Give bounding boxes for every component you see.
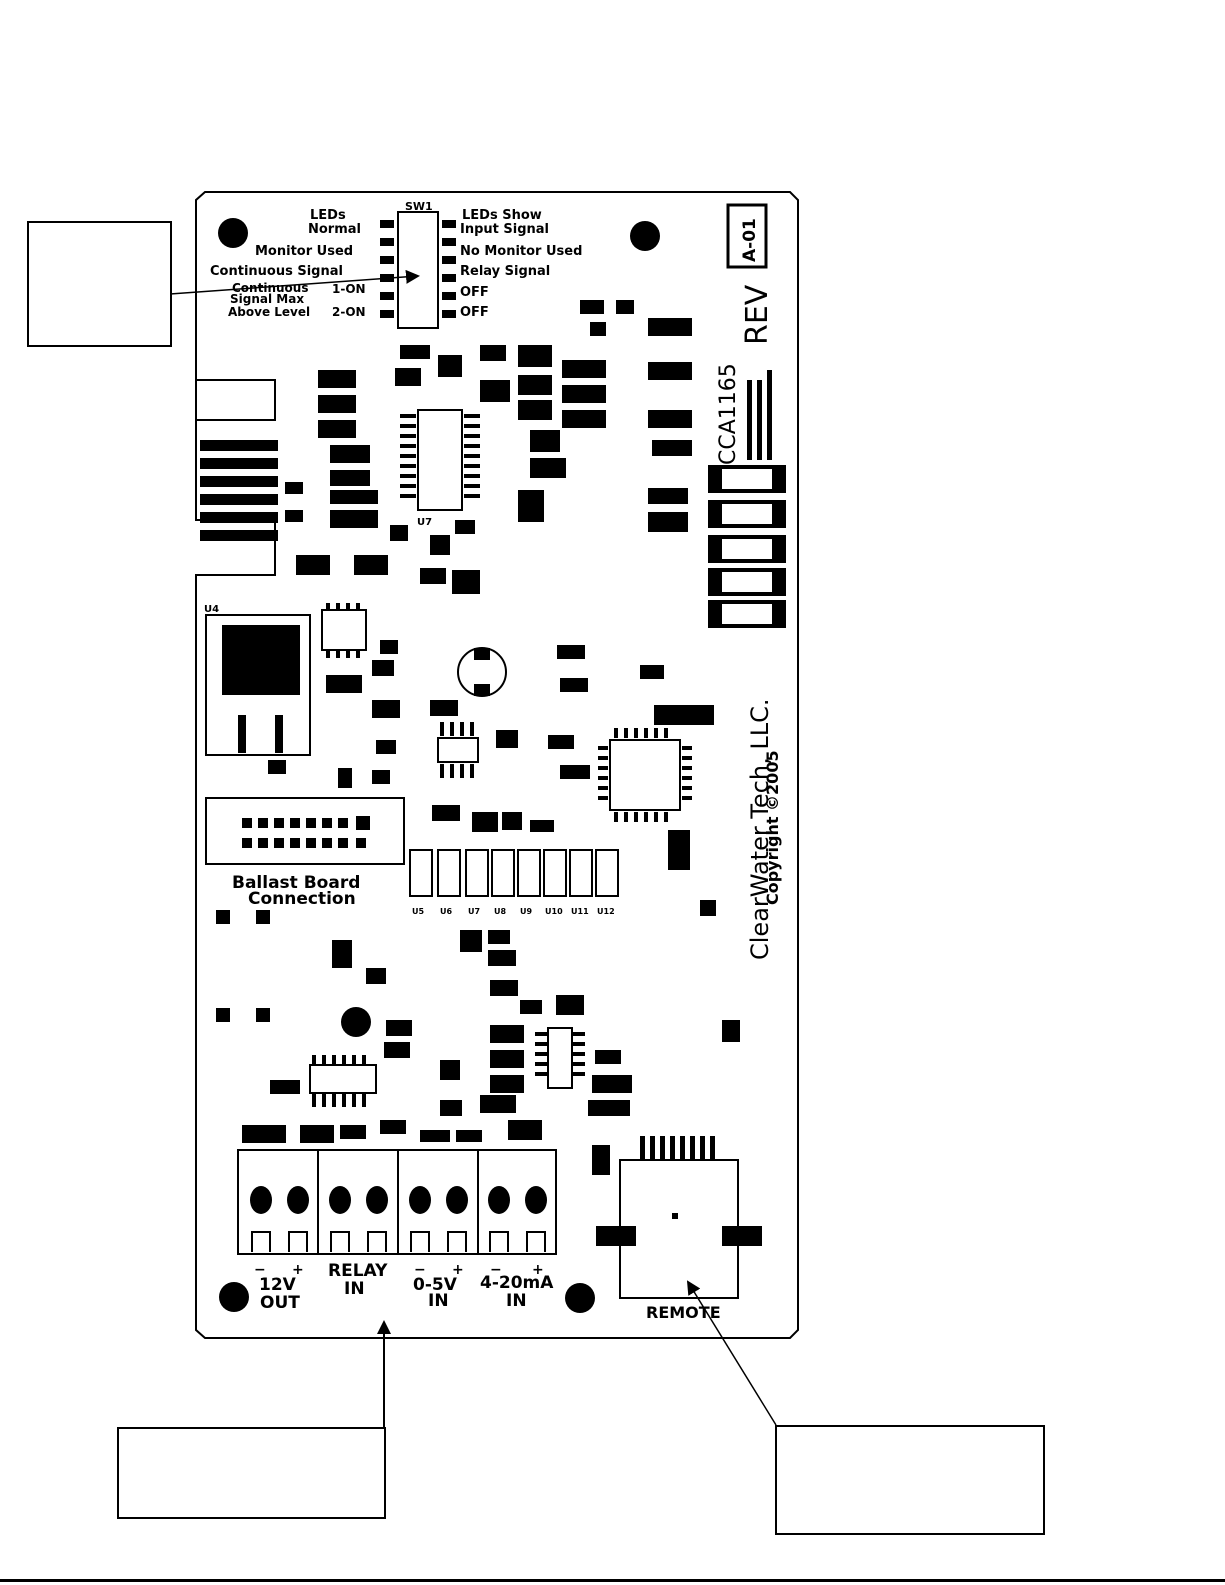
remote-connector: REMOTE bbox=[596, 1136, 762, 1322]
board-outline bbox=[195, 191, 799, 1339]
dip-left-label-5: Continuous bbox=[232, 281, 308, 295]
terminal-420ma-plus: + bbox=[532, 1262, 544, 1278]
remote-label: REMOTE bbox=[646, 1303, 721, 1322]
mounting-hole bbox=[341, 1007, 371, 1037]
u-label: U8 bbox=[494, 907, 506, 916]
dip-right-label-5: OFF bbox=[460, 285, 489, 300]
copyright: Copyright ©2005 bbox=[763, 750, 782, 905]
dip-left-label-6: Signal Max bbox=[230, 292, 304, 306]
u-label: U7 bbox=[468, 907, 480, 916]
callout-dip-switch bbox=[27, 221, 172, 347]
terminal-12v-minus: − bbox=[254, 1262, 266, 1278]
rev-value: A-01 bbox=[740, 218, 760, 262]
u-row: U5 U6 U7 U8 U9 U10 U11 U12 bbox=[409, 849, 619, 916]
terminal-block: − + 12V OUT RELAY IN − + 0-5V IN − + 4-2… bbox=[237, 1149, 557, 1313]
ic-u7: U7 bbox=[400, 409, 480, 528]
part-number: CCA1165 bbox=[716, 363, 741, 465]
terminal-12v-name: 12V bbox=[259, 1275, 297, 1295]
dip-right-label-4: Relay Signal bbox=[460, 264, 550, 279]
terminal-12v-sub: OUT bbox=[260, 1293, 300, 1313]
dip-left-label-7: Above Level bbox=[228, 305, 310, 319]
ballast-connector: Ballast Board Connection bbox=[205, 797, 405, 909]
terminal-420ma-sub: IN bbox=[506, 1291, 527, 1311]
dip-left-label-1: LEDs bbox=[310, 208, 346, 223]
dip-right-label-6: OFF bbox=[460, 305, 489, 320]
ic-soic-small bbox=[309, 603, 585, 1107]
u7-ref: U7 bbox=[417, 517, 432, 528]
mounting-hole bbox=[630, 221, 660, 251]
edge-connector bbox=[200, 440, 278, 541]
sw1-ref: SW1 bbox=[405, 200, 433, 213]
u-label: U12 bbox=[597, 907, 615, 916]
ballast-label-line2: Connection bbox=[248, 889, 356, 909]
callout-terminal-block bbox=[117, 1427, 386, 1519]
callout-remote-connector bbox=[775, 1425, 1045, 1535]
dip-right-label-1: LEDs Show bbox=[462, 208, 542, 223]
dip-left-label-3: Monitor Used bbox=[255, 244, 353, 259]
dip-left-label-2: Normal bbox=[308, 222, 361, 237]
dip-left-label-4: Continuous Signal bbox=[210, 264, 343, 279]
terminal-05v-plus: + bbox=[452, 1262, 464, 1278]
mounting-hole bbox=[219, 1282, 249, 1312]
terminal-420ma-minus: − bbox=[490, 1262, 502, 1278]
power-resistor-column bbox=[708, 465, 786, 628]
terminal-relay-sub: IN bbox=[344, 1279, 365, 1299]
terminal-05v-minus: − bbox=[414, 1262, 426, 1278]
rev-label: REV bbox=[740, 284, 775, 345]
ballast-label-line1: Ballast Board bbox=[232, 873, 360, 893]
smd-components bbox=[216, 300, 740, 1175]
terminal-relay-name: RELAY bbox=[328, 1261, 388, 1281]
mounting-hole bbox=[218, 218, 248, 248]
leader-line-remote bbox=[686, 1280, 777, 1426]
dip-left-suffix-2: 2-ON bbox=[332, 305, 366, 319]
part-small-text bbox=[747, 370, 772, 460]
dip-switch-sw1: SW1 bbox=[380, 200, 456, 329]
company-name: ClearWater Tech, LLC. bbox=[746, 699, 774, 960]
terminal-05v-name: 0-5V bbox=[413, 1275, 458, 1295]
board-cutout-tab bbox=[196, 379, 276, 421]
ic-qfp bbox=[598, 728, 692, 822]
terminal-05v-sub: IN bbox=[428, 1291, 449, 1311]
leader-line-dip bbox=[169, 269, 420, 295]
u-label: U11 bbox=[571, 907, 589, 916]
dip-left-suffix-1: 1-ON bbox=[332, 282, 366, 296]
u-label: U9 bbox=[520, 907, 532, 916]
rev-box bbox=[726, 203, 768, 269]
regulator-u4: U4 bbox=[204, 604, 311, 756]
u-label: U6 bbox=[440, 907, 452, 916]
dip-right-label-3: No Monitor Used bbox=[460, 244, 582, 259]
page-bottom-rule bbox=[0, 1579, 1225, 1582]
dip-right-label-2: Input Signal bbox=[460, 222, 549, 237]
mounting-hole bbox=[565, 1283, 595, 1313]
terminal-12v-plus: + bbox=[292, 1262, 304, 1278]
u-label: U5 bbox=[412, 907, 424, 916]
u4-ref: U4 bbox=[204, 604, 219, 615]
u-label: U10 bbox=[545, 907, 563, 916]
terminal-420ma-name: 4-20mA bbox=[480, 1273, 554, 1293]
